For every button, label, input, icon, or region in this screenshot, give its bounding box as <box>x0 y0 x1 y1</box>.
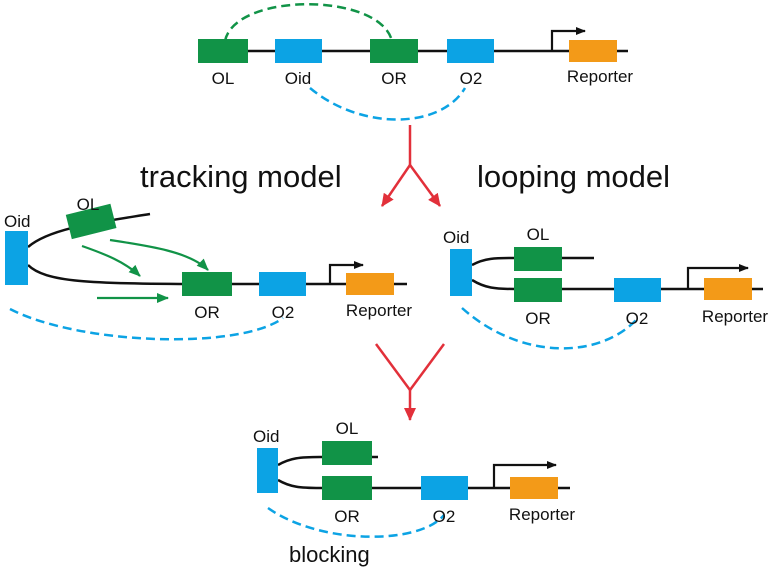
oid-operator <box>450 249 472 296</box>
tracking-arrow-1 <box>81 244 141 277</box>
o2-label: O2 <box>433 507 456 526</box>
ol-operator <box>198 39 248 63</box>
oid-label: Oid <box>285 69 311 88</box>
merge-arrow-bottom <box>374 343 446 421</box>
reporter-gene <box>704 278 752 300</box>
ol-label: OL <box>336 419 359 438</box>
oid-label: Oid <box>443 228 469 247</box>
reporter-label: Reporter <box>509 505 575 524</box>
blocking-model: Oid OL OR O2 Reporter blocking <box>253 419 575 567</box>
oid-label: Oid <box>253 427 279 446</box>
oid-o2-loop-arc <box>9 307 284 341</box>
looping-model-title: looping model <box>477 159 670 194</box>
upper-dna-strand <box>277 455 378 467</box>
oid-o2-loop-arc <box>267 506 445 538</box>
oid-o2-loop-arc <box>309 87 467 121</box>
reporter-gene <box>346 273 394 295</box>
lower-dna-strand <box>277 478 570 490</box>
ol-or-loop-arc <box>223 3 394 42</box>
o2-label: O2 <box>626 309 649 328</box>
o2-operator <box>259 272 306 296</box>
o2-label: O2 <box>272 303 295 322</box>
reporter-label: Reporter <box>567 67 633 86</box>
oid-label: Oid <box>4 212 30 231</box>
o2-operator <box>421 476 468 500</box>
promoter-arrow <box>686 264 749 289</box>
split-arrow-top <box>380 125 442 207</box>
oid-operator <box>5 231 28 285</box>
tracking-model: Oid OL OR O2 Reporter <box>4 195 412 341</box>
lower-dna-strand <box>27 264 407 286</box>
promoter-arrow <box>492 461 557 488</box>
oid-operator <box>257 448 278 493</box>
or-label: OR <box>381 69 407 88</box>
ol-operator <box>65 203 117 240</box>
linear-construct: OL Oid OR O2 Reporter <box>198 3 633 121</box>
tracking-arrow-2 <box>109 238 209 271</box>
blocking-label: blocking <box>289 542 370 567</box>
ol-operator <box>322 441 372 465</box>
ol-label: OL <box>527 225 550 244</box>
reporter-gene <box>569 40 617 62</box>
or-operator <box>370 39 418 63</box>
or-label: OR <box>525 309 551 328</box>
reporter-label: Reporter <box>702 307 768 326</box>
or-operator <box>182 272 232 296</box>
reporter-label: Reporter <box>346 301 412 320</box>
looping-model: Oid OL OR O2 Reporter <box>443 225 768 350</box>
tracking-model-title: tracking model <box>140 159 342 194</box>
or-label: OR <box>334 507 360 526</box>
promoter-arrow <box>328 261 364 284</box>
ol-label: OL <box>77 195 100 214</box>
ol-label: OL <box>212 69 235 88</box>
or-operator <box>514 278 562 302</box>
or-operator <box>322 476 372 500</box>
o2-operator <box>614 278 661 302</box>
reporter-gene <box>510 477 558 499</box>
promoter-arrow <box>550 27 586 51</box>
or-label: OR <box>194 303 220 322</box>
o2-operator <box>447 39 494 63</box>
oid-operator <box>275 39 322 63</box>
ol-operator <box>514 247 562 271</box>
o2-label: O2 <box>460 69 483 88</box>
oid-o2-loop-arc <box>461 307 639 350</box>
